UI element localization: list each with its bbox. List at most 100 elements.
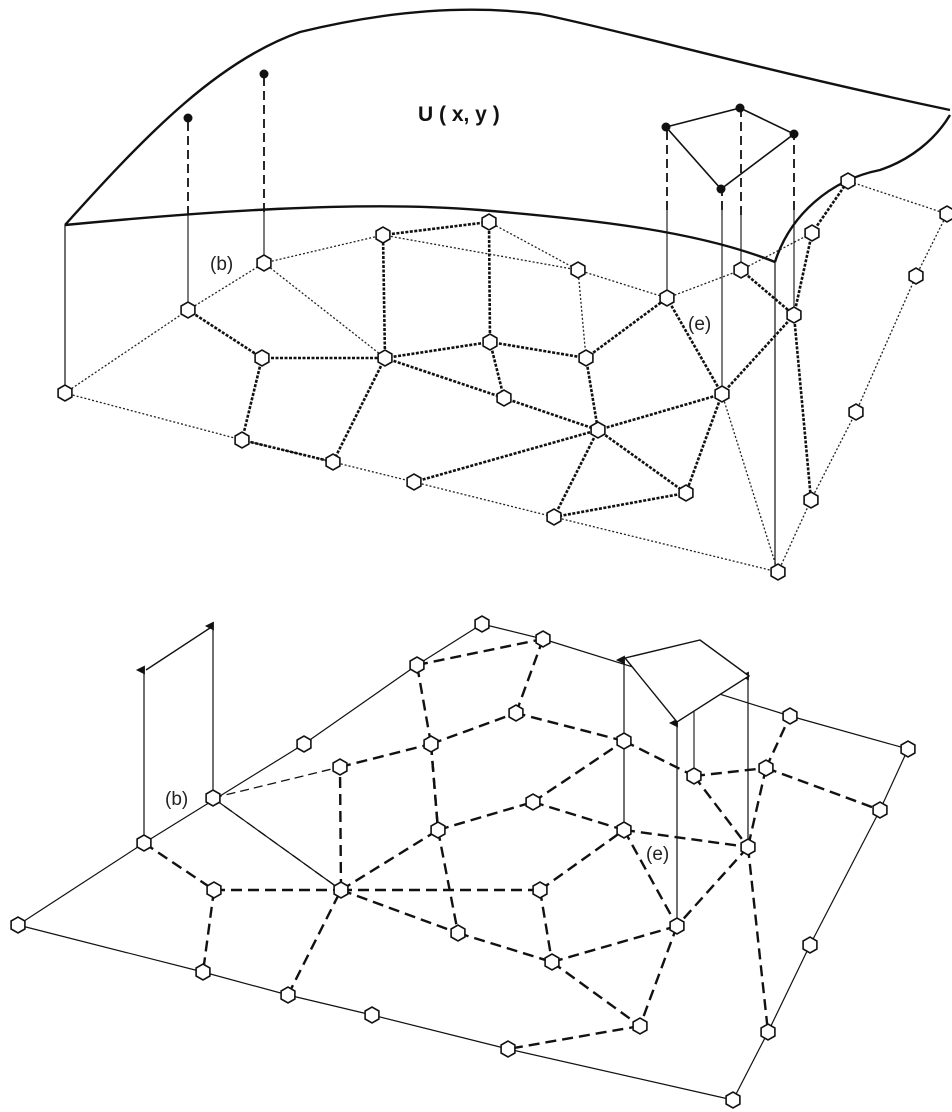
mesh-edge-thick — [384, 356, 505, 400]
mesh-node — [10, 916, 26, 934]
mesh-node — [760, 1023, 776, 1041]
mesh-node — [508, 704, 524, 722]
top-panel: U ( x, y ) (b) (e) — [57, 8, 952, 581]
mesh-edge-thin — [507, 1048, 734, 1101]
mesh-edge-dashed — [532, 740, 625, 803]
bottom-mesh-nodes — [10, 615, 916, 1109]
mesh-edge-thin — [371, 1014, 509, 1050]
bottom-mesh-edges — [17, 623, 909, 1101]
mesh-edge-light — [212, 766, 341, 799]
mesh-node — [758, 759, 774, 777]
mesh-edge-thick — [792, 314, 813, 501]
mesh-node — [325, 453, 341, 471]
mesh-edge-dashed — [457, 931, 553, 964]
projected-element-patch — [623, 639, 751, 723]
mesh-node — [364, 1006, 380, 1024]
mesh-node — [714, 385, 730, 403]
mesh-edge-dashed — [201, 889, 216, 973]
mesh-edge-dashed — [622, 829, 679, 927]
boundary-node-label-top: (b) — [210, 254, 233, 275]
mesh-edge-thin — [553, 516, 779, 573]
mesh-node — [57, 384, 73, 402]
mesh-node — [206, 881, 222, 899]
mesh-node — [908, 267, 924, 285]
boundary-projection-top — [145, 625, 214, 671]
mesh-node — [840, 172, 856, 190]
mesh-edge-thin — [413, 481, 555, 518]
mesh-edge-thick — [553, 491, 687, 519]
mesh-node — [496, 389, 512, 407]
mesh-node — [333, 881, 349, 899]
mesh-node — [578, 349, 594, 367]
mesh-node — [900, 740, 916, 758]
mesh-node — [535, 630, 551, 648]
mesh-node — [786, 306, 802, 324]
mesh-edge-thin — [488, 221, 579, 271]
mesh-edge-thick — [503, 396, 599, 432]
mesh-node — [570, 261, 586, 279]
mesh-edge-thin — [481, 623, 544, 640]
mesh-edge-dashed — [551, 961, 641, 1027]
mesh-edge-thin — [855, 275, 917, 413]
mesh-node — [430, 821, 446, 839]
mesh-node — [872, 801, 888, 819]
mesh-node — [180, 301, 196, 319]
top-projection-lines — [183, 69, 799, 394]
mesh-edge-thick — [552, 429, 600, 518]
mesh-edge-thin — [303, 664, 418, 745]
mesh-edge-dashed — [430, 711, 517, 746]
mesh-edge-thick — [331, 357, 387, 463]
mesh-edge-thin — [789, 715, 909, 750]
mesh-edge-thin — [263, 234, 384, 264]
mesh-node — [740, 838, 756, 856]
mesh-edge-dashed — [507, 1024, 641, 1051]
mesh-node — [616, 732, 632, 750]
mesh-edge-thin — [332, 461, 415, 483]
mesh-edge-thick — [684, 393, 724, 494]
mesh-node — [377, 349, 393, 367]
mesh-edge-thick — [381, 234, 387, 359]
top-mesh-edges — [64, 180, 948, 573]
boundary-node-label-bottom: (b) — [165, 789, 188, 810]
mesh-node — [848, 403, 864, 421]
mesh-node — [525, 793, 541, 811]
bottom-panel: (b) (e) — [10, 615, 916, 1109]
mesh-edge-thick — [721, 314, 795, 395]
mesh-edge-thick — [585, 296, 668, 360]
mesh-node — [686, 767, 702, 785]
mesh-edge-dashed — [676, 846, 749, 927]
mesh-edge-dashed — [623, 739, 695, 778]
mesh-edge-dashed — [416, 637, 544, 667]
mesh-node — [500, 1040, 516, 1058]
surface-label: U ( x, y ) — [418, 103, 500, 126]
mesh-node — [474, 615, 490, 633]
mesh-edge-thin — [809, 809, 881, 946]
mesh-node — [770, 563, 786, 581]
mesh-node — [406, 473, 422, 491]
surface-outline — [64, 8, 951, 226]
mesh-node — [481, 213, 497, 231]
mesh-edge-thin — [263, 262, 386, 359]
mesh-edge-thin — [64, 309, 189, 394]
mesh-edge-thick — [584, 357, 600, 431]
mesh-edge-thin — [732, 1031, 769, 1101]
mesh-node — [632, 1017, 648, 1035]
mesh-node — [332, 758, 348, 776]
mesh-edge-thin — [810, 411, 857, 501]
mesh-node — [546, 508, 562, 526]
mesh-node — [725, 1091, 741, 1109]
mesh-edge-dashed — [623, 828, 749, 849]
surface-element-patch — [664, 107, 796, 191]
mesh-edge-thick — [597, 392, 723, 432]
mesh-node — [375, 226, 391, 244]
top-mesh-nodes — [57, 172, 952, 581]
mesh-edge-thick — [740, 269, 795, 316]
mesh-edge-thin — [577, 269, 587, 359]
mesh-node — [409, 656, 425, 674]
mesh-edge-thin — [17, 842, 145, 926]
mesh-edge-thin — [143, 743, 305, 844]
mesh-edge-dashed — [143, 842, 215, 891]
surface-cut-edge — [773, 114, 952, 263]
mesh-node — [423, 735, 439, 753]
